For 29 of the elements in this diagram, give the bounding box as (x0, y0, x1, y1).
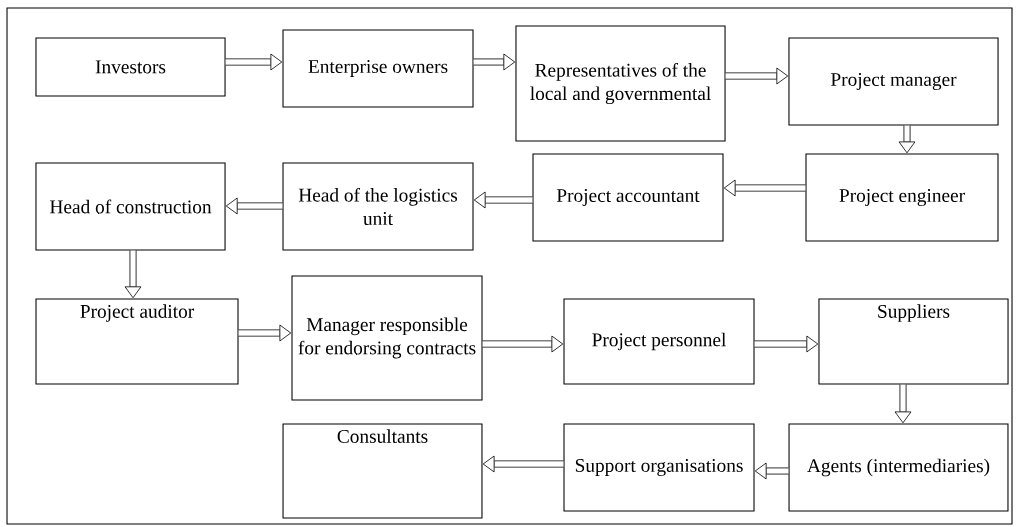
arrow (473, 191, 533, 209)
arrow (754, 462, 789, 480)
arrow (723, 179, 806, 197)
process-box: Project engineer (805, 153, 999, 242)
process-box: Project manager (788, 37, 999, 126)
arrow (754, 335, 819, 353)
process-box: Enterprise owners (282, 29, 474, 108)
arrow (725, 67, 789, 85)
arrow (898, 125, 916, 154)
arrow (482, 455, 564, 473)
arrow (482, 335, 564, 353)
arrow (238, 324, 292, 342)
process-box: Suppliers (818, 298, 1009, 385)
process-box: Representatives of the local and governmental (515, 25, 726, 142)
arrow (894, 384, 912, 424)
process-box: Agents (intermediaries) (788, 423, 1009, 512)
process-box: Consultants (282, 423, 483, 519)
process-box: Support organisations (563, 423, 755, 512)
arrow (225, 53, 283, 71)
process-box: Head of construction (35, 162, 226, 251)
process-box: Project auditor (35, 298, 239, 385)
process-box: Head of the logistics unit (282, 162, 474, 251)
process-box: Investors (35, 37, 226, 97)
process-box: Project personnel (563, 298, 755, 385)
arrow (225, 197, 283, 215)
process-box: Project accountant (532, 153, 724, 242)
process-box: Manager responsible for endorsing contracts (291, 275, 483, 401)
arrow (473, 53, 516, 71)
arrow (124, 250, 142, 299)
